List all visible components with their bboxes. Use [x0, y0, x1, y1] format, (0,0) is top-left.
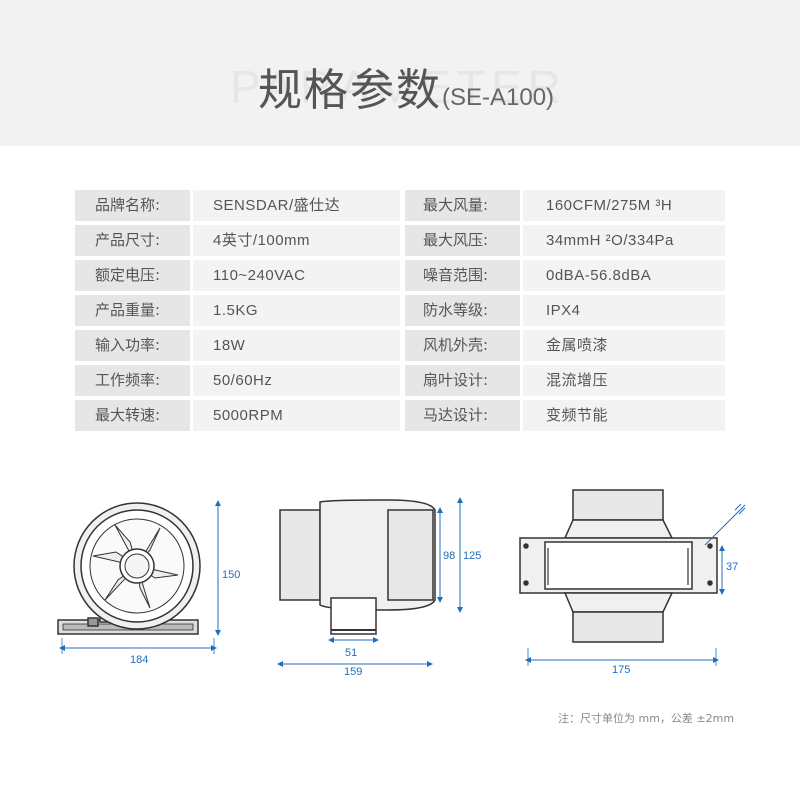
- spec-row: 额定电压: 110~240VAC 噪音范围: 0dBA-56.8dBA: [75, 260, 725, 291]
- header-watermark: PARAMETER: [230, 61, 567, 113]
- spec-label: 额定电压:: [75, 260, 190, 291]
- side-outer-dia-label: 125: [463, 550, 481, 562]
- spec-value: 混流增压: [523, 365, 725, 396]
- spec-value: IPX4: [523, 295, 725, 326]
- bracket-height-label: 37: [726, 561, 738, 573]
- spec-value: 110~240VAC: [193, 260, 400, 291]
- page-title-main: 规格参数: [258, 65, 442, 116]
- spec-label: 马达设计:: [405, 400, 520, 431]
- side-length-label: 159: [344, 666, 362, 678]
- spec-value: 0dBA-56.8dBA: [523, 260, 725, 291]
- spec-label: 风机外壳:: [405, 330, 520, 361]
- spec-value: 34mmH ²O/334Pa: [523, 225, 725, 256]
- front-height-dimension: 150: [215, 500, 240, 636]
- screw-icon: [704, 503, 746, 546]
- side-outlet-label: 51: [345, 647, 357, 659]
- spec-label: 最大风压:: [405, 225, 520, 256]
- spec-row: 产品尺寸: 4英寸/100mm 最大风压: 34mmH ²O/334Pa: [75, 225, 725, 256]
- spec-row: 最大转速: 5000RPM 马达设计: 变频节能: [75, 400, 725, 431]
- front-view-drawing: [57, 502, 201, 635]
- spec-value: 160CFM/275M ³H: [523, 190, 725, 221]
- spec-row: 输入功率: 18W 风机外壳: 金属喷漆: [75, 330, 725, 361]
- spec-value: SENSDAR/盛仕达: [193, 190, 400, 221]
- side-outlet-dimension: 51: [328, 637, 379, 659]
- side-length-dimension: 159: [277, 661, 433, 678]
- spec-value: 4英寸/100mm: [193, 225, 400, 256]
- bracket-height-dimension: 37: [719, 545, 738, 595]
- side-inner-dia-dimension: 98: [437, 507, 455, 603]
- top-length-label: 175: [612, 664, 630, 676]
- spec-row: 品牌名称: SENSDAR/盛仕达 最大风量: 160CFM/275M ³H: [75, 190, 725, 221]
- page-title-model: (SE-A100): [442, 84, 555, 111]
- front-height-label: 150: [222, 569, 240, 581]
- side-outer-dia-dimension: 125: [457, 497, 481, 613]
- dimension-drawings: 184 150 98 125 51 159: [57, 489, 746, 678]
- spec-table: 品牌名称: SENSDAR/盛仕达 最大风量: 160CFM/275M ³H 产…: [75, 190, 725, 435]
- page-title: 规格参数(SE-A100): [258, 54, 554, 118]
- front-width-label: 184: [130, 654, 148, 666]
- spec-label: 输入功率:: [75, 330, 190, 361]
- tolerance-note: 注：尺寸单位为 mm，公差 ±2mm: [558, 712, 735, 725]
- spec-label: 防水等级:: [405, 295, 520, 326]
- spec-value: 金属喷漆: [523, 330, 725, 361]
- spec-row: 工作频率: 50/60Hz 扇叶设计: 混流增压: [75, 365, 725, 396]
- spec-label: 品牌名称:: [75, 190, 190, 221]
- spec-label: 工作频率:: [75, 365, 190, 396]
- spec-value: 5000RPM: [193, 400, 400, 431]
- spec-value: 18W: [193, 330, 400, 361]
- spec-row: 产品重量: 1.5KG 防水等级: IPX4: [75, 295, 725, 326]
- spec-label: 最大转速:: [75, 400, 190, 431]
- spec-label: 最大风量:: [405, 190, 520, 221]
- spec-label: 噪音范围:: [405, 260, 520, 291]
- top-view-drawing: [519, 489, 718, 643]
- spec-label: 扇叶设计:: [405, 365, 520, 396]
- spec-label: 产品重量:: [75, 295, 190, 326]
- top-length-dimension: 175: [525, 648, 719, 676]
- spec-value: 1.5KG: [193, 295, 400, 326]
- header-banner: PARAMETER 规格参数(SE-A100): [0, 0, 800, 146]
- side-view-drawing: [279, 499, 436, 635]
- spec-value: 变频节能: [523, 400, 725, 431]
- side-inner-dia-label: 98: [443, 550, 455, 562]
- spec-label: 产品尺寸:: [75, 225, 190, 256]
- front-width-dimension: 184: [59, 638, 217, 666]
- spec-value: 50/60Hz: [193, 365, 400, 396]
